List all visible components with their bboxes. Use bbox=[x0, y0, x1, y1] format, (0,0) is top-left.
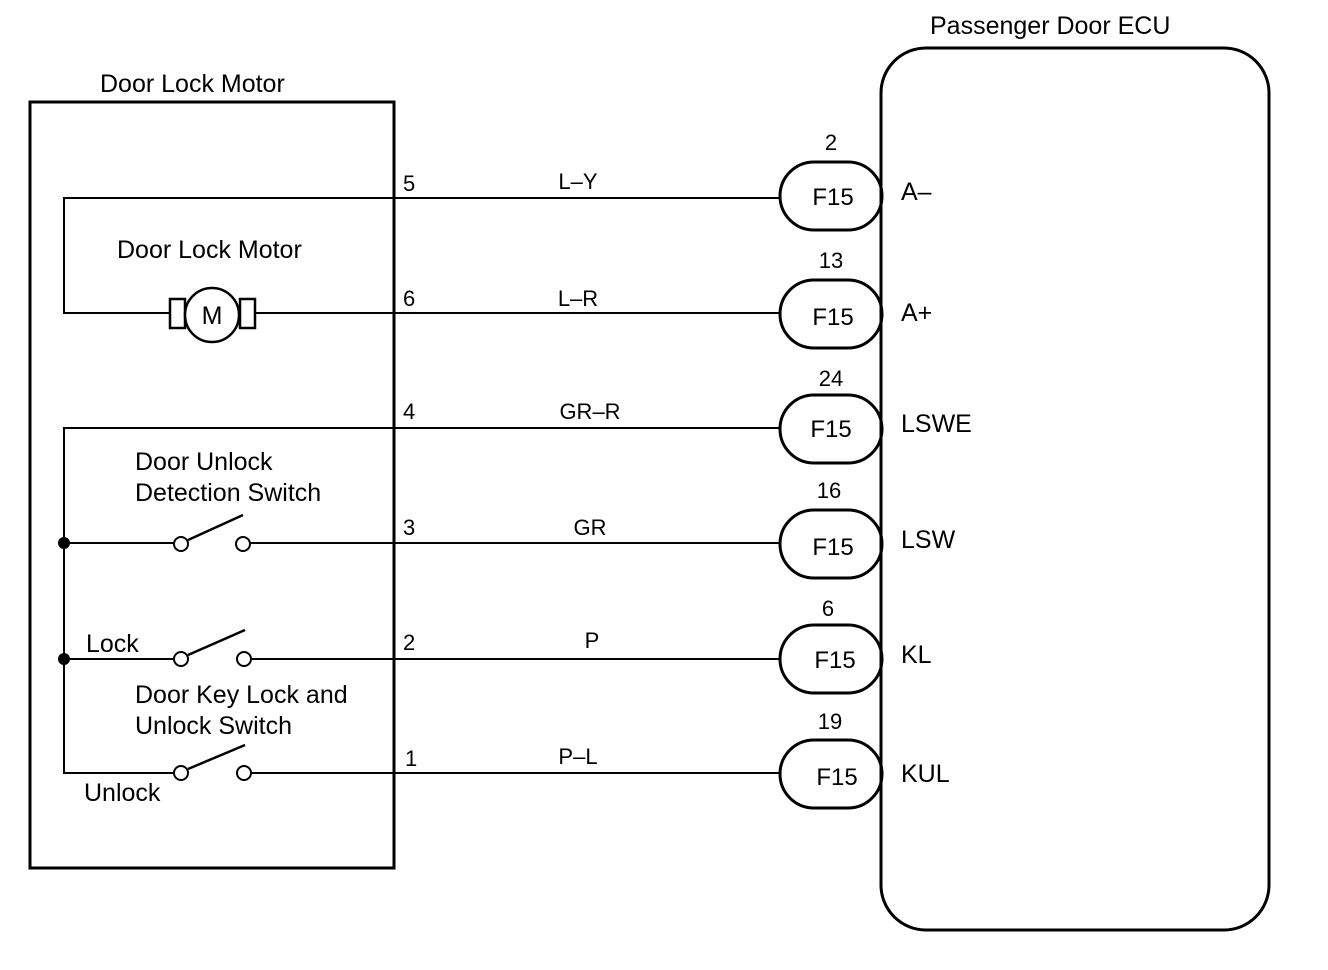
ecu-pin-number: 13 bbox=[819, 248, 843, 273]
key-switch-label-1: Door Key Lock and bbox=[135, 681, 348, 709]
detection-switch-blade bbox=[187, 513, 244, 542]
motor-block-title: Door Lock Motor bbox=[100, 70, 285, 98]
motor-symbol: M bbox=[202, 302, 223, 330]
ecu-terminal-label: A+ bbox=[901, 299, 932, 327]
connector-label: F15 bbox=[812, 534, 853, 561]
detection-switch-label-2: Detection Switch bbox=[135, 479, 321, 507]
ecu-terminal-label: LSWE bbox=[901, 410, 972, 438]
motor-pin-number: 5 bbox=[403, 171, 415, 196]
circuit-row: 5 L–Y 2 F15 A– bbox=[394, 130, 932, 232]
motor-circuit: M Door Lock Motor bbox=[63, 197, 394, 344]
ecu-block-title: Passenger Door ECU bbox=[930, 12, 1170, 40]
ecu-pin-number: 16 bbox=[817, 478, 841, 503]
wire-color-code: L–R bbox=[558, 286, 598, 311]
ecu-terminal-label: KUL bbox=[901, 760, 950, 788]
motor-pin-number: 6 bbox=[403, 286, 415, 311]
key-lock-switch-blade bbox=[187, 628, 246, 657]
connector-label: F15 bbox=[812, 304, 853, 331]
harness: 5 L–Y 2 F15 A– 6 L–R 13 F15 A+ 4 GR–R 24… bbox=[394, 130, 972, 810]
circuit-row: 3 GR 16 F15 LSW bbox=[394, 478, 956, 580]
connector-f15 bbox=[778, 393, 884, 465]
motor-pin-number: 2 bbox=[403, 630, 415, 655]
connector-label: F15 bbox=[812, 184, 853, 211]
ecu-terminal-label: KL bbox=[901, 641, 932, 669]
motor-pin-number: 1 bbox=[405, 746, 417, 771]
connector-f15 bbox=[778, 508, 884, 580]
motor-brush-left bbox=[168, 297, 187, 330]
wire-color-code: GR–R bbox=[559, 399, 620, 424]
wire-color-code: L–Y bbox=[558, 169, 597, 194]
connector-f15 bbox=[778, 623, 884, 695]
ecu-pin-number: 24 bbox=[819, 366, 843, 391]
motor-brush-right bbox=[238, 297, 257, 330]
motor-pin-number: 4 bbox=[403, 399, 415, 424]
circuit-row: 4 GR–R 24 F15 LSWE bbox=[394, 366, 972, 465]
unlock-label: Unlock bbox=[84, 779, 161, 807]
ecu-block-box bbox=[879, 46, 1271, 932]
circuit-row: 2 P 6 F15 KL bbox=[394, 596, 932, 695]
motor-label: Door Lock Motor bbox=[117, 236, 302, 264]
switch-circuits: Door Unlock Detection Switch Lock Door K… bbox=[58, 427, 394, 807]
detection-switch-label-1: Door Unlock bbox=[135, 448, 273, 476]
connector-f15 bbox=[778, 278, 884, 350]
connector-f15 bbox=[778, 160, 884, 232]
motor-pin-number: 3 bbox=[403, 515, 415, 540]
key-switch-label-2: Unlock Switch bbox=[135, 712, 292, 740]
connector-label: F15 bbox=[816, 764, 857, 791]
connector-label: F15 bbox=[810, 416, 851, 443]
motor-icon bbox=[183, 286, 241, 344]
ecu-pin-number: 2 bbox=[825, 130, 837, 155]
circuit-row: 1 P–L 19 F15 KUL bbox=[394, 709, 950, 810]
wire-color-code: GR bbox=[574, 515, 607, 540]
key-unlock-switch-blade bbox=[187, 743, 246, 771]
circuit-row: 6 L–R 13 F15 A+ bbox=[394, 248, 932, 350]
connector-f15 bbox=[778, 738, 884, 810]
connector-label: F15 bbox=[814, 647, 855, 674]
wire-color-code: P bbox=[585, 628, 600, 653]
ecu-terminal-label: LSW bbox=[901, 526, 956, 554]
lock-label: Lock bbox=[86, 630, 139, 658]
wire-color-code: P–L bbox=[558, 744, 597, 769]
motor-block-box bbox=[28, 100, 396, 870]
ecu-terminal-label: A– bbox=[901, 178, 932, 206]
ecu-pin-number: 6 bbox=[822, 596, 834, 621]
ecu-pin-number: 19 bbox=[818, 709, 842, 734]
